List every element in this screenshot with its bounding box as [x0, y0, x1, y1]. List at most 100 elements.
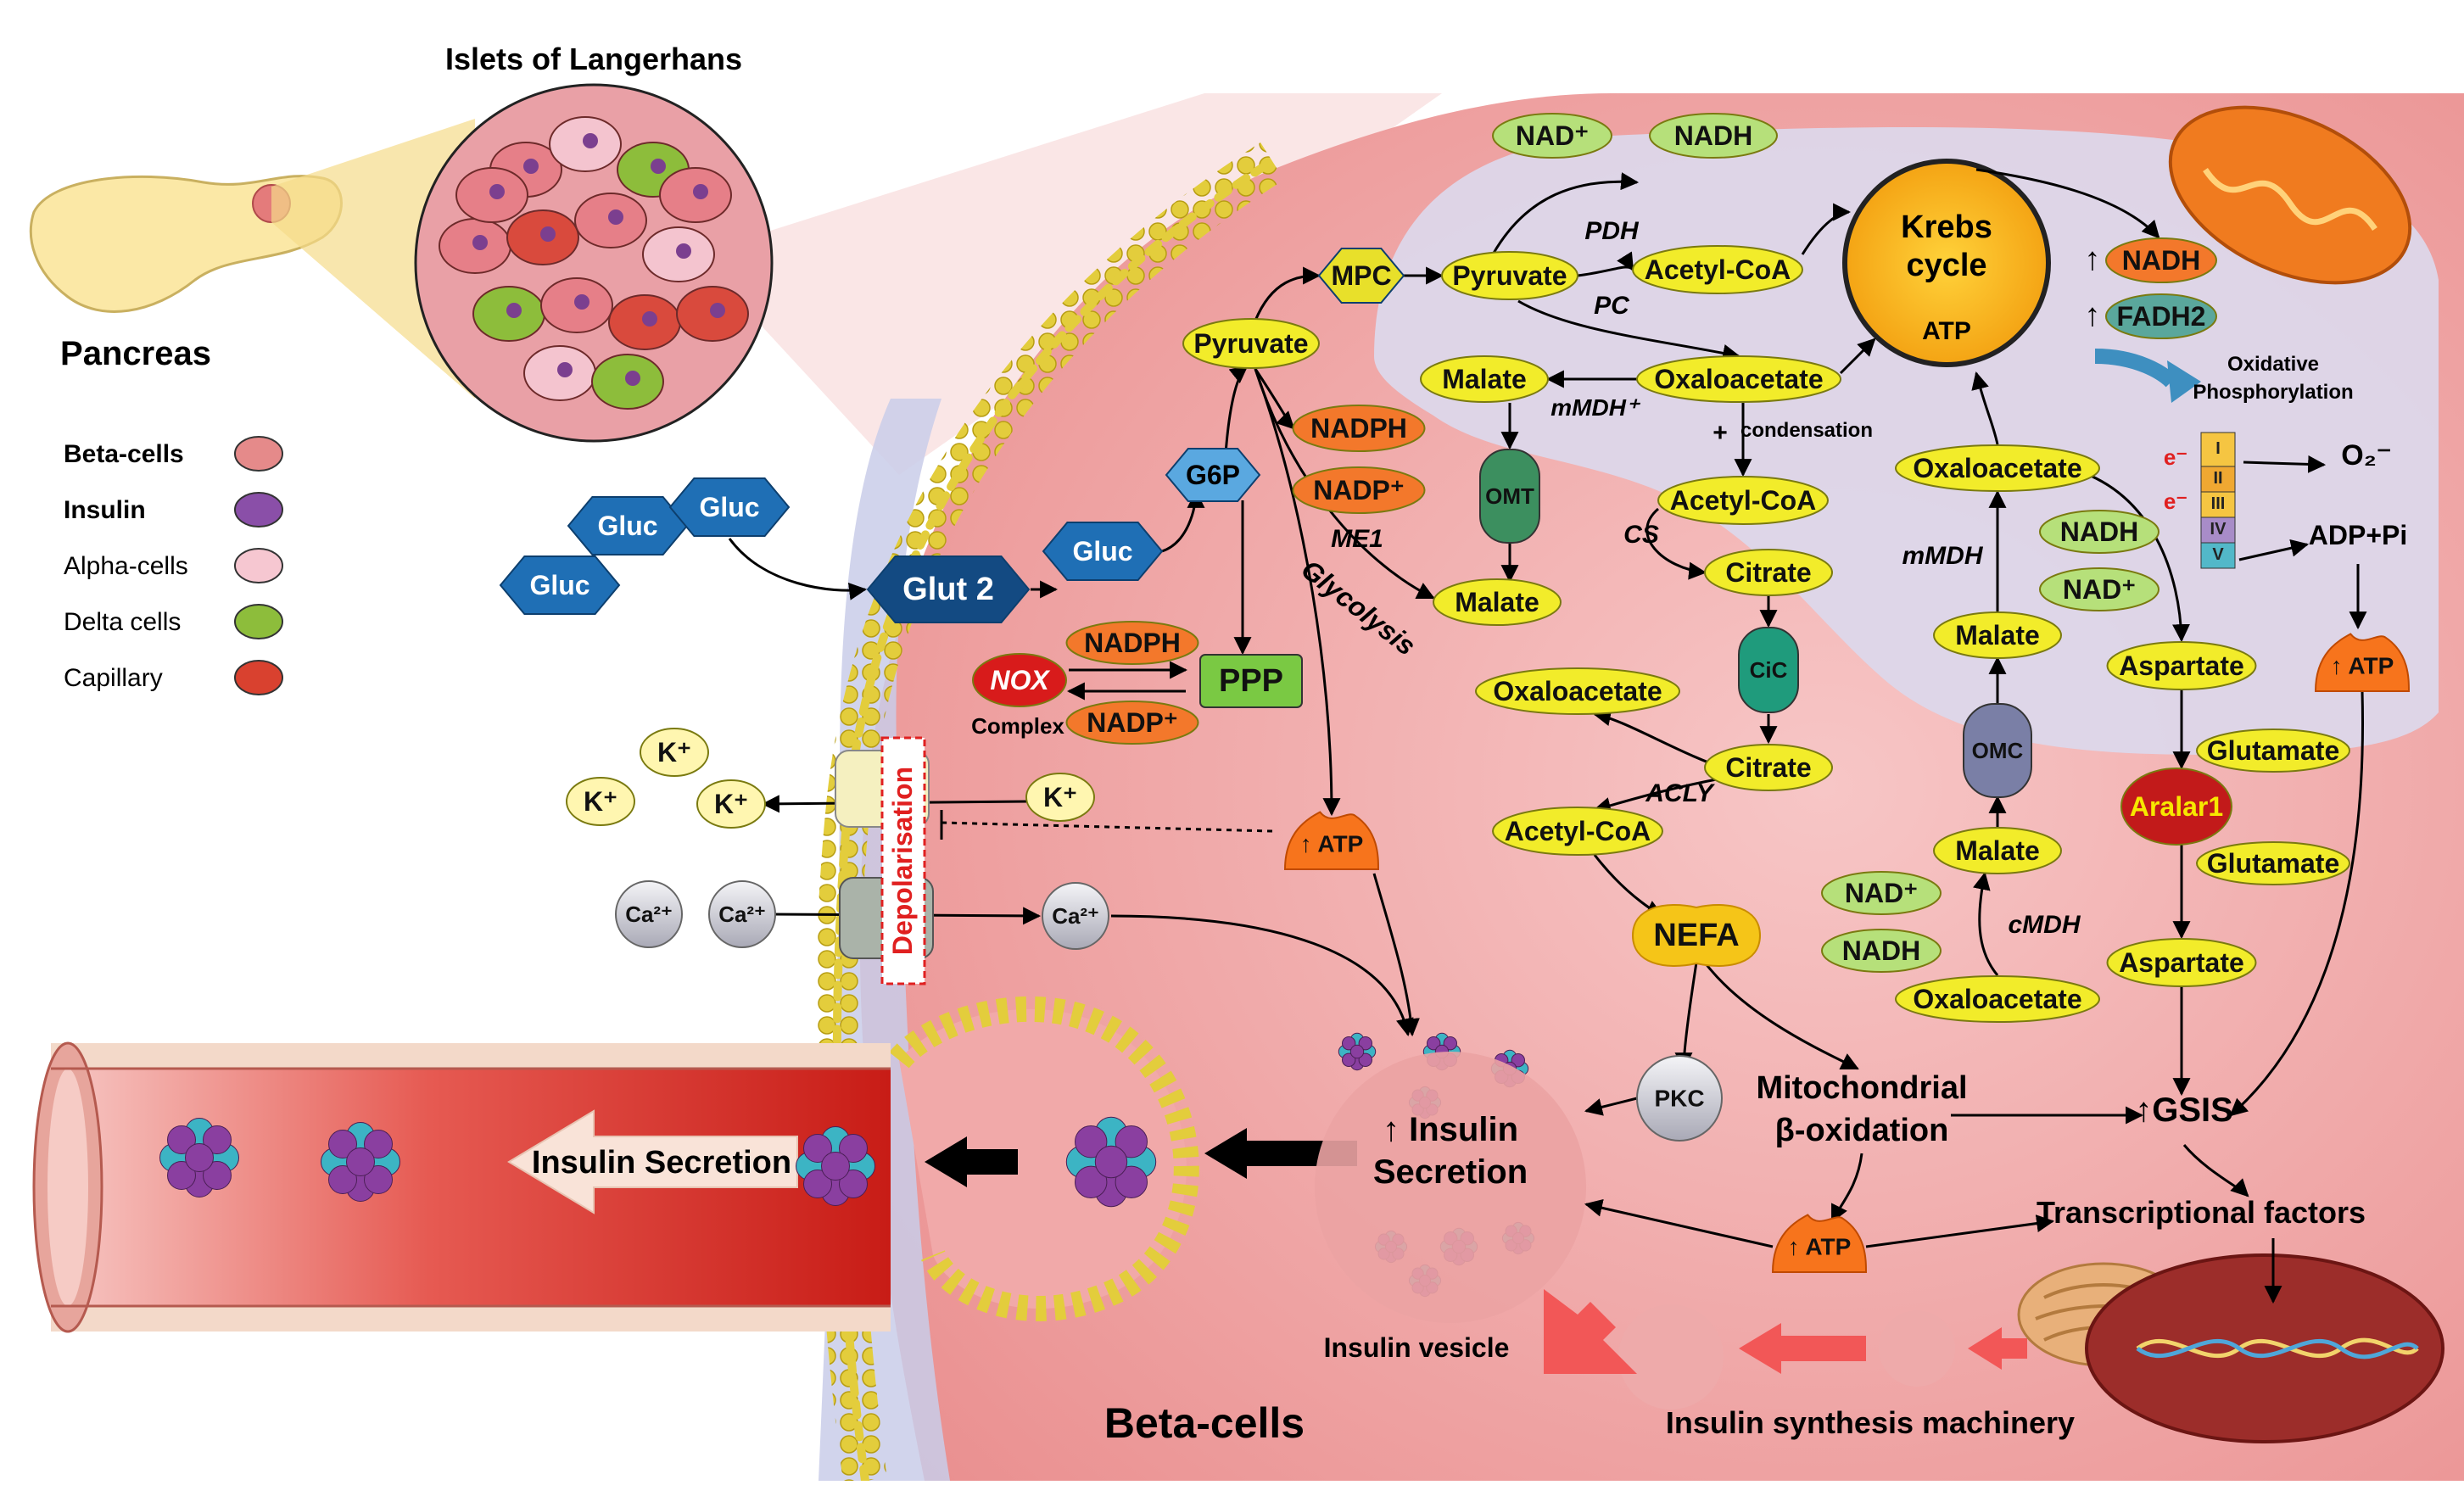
nadh-pdh: NADH	[1649, 113, 1778, 159]
aspartate-cyto: Aspartate	[2106, 938, 2257, 987]
gluc-1-label: Gluc	[597, 511, 657, 541]
nucleus-icon	[2085, 1253, 2444, 1443]
insulin-secretion-cell-label-1: ↑ Insulin	[1383, 1111, 1518, 1148]
electron-label-2: e⁻	[2164, 488, 2187, 514]
vessel-insulin-secretion-label: Insulin Secretion	[532, 1145, 791, 1181]
gluc-1: Gluc	[567, 496, 689, 555]
transcription-label: Transcriptional factors	[2037, 1195, 2366, 1230]
pyruvate-to-acetylcoa-arrow	[1577, 251, 1634, 277]
electron-label-1: e⁻	[2164, 444, 2187, 470]
krebs-to-nadh-arrow	[1975, 168, 2160, 239]
cmdh-label: cMDH	[2008, 911, 2081, 939]
malate-omc: Malate	[1933, 611, 2062, 659]
cs-label: CS	[1623, 521, 1659, 549]
oxphos-label-1: Oxidative	[2227, 353, 2319, 376]
exocytosis-arrow-outer	[925, 1136, 1018, 1187]
gluc-4: Gluc	[1042, 522, 1164, 581]
gluc-4-label: Gluc	[1072, 536, 1132, 567]
oxaloacetate-right-to-krebs-arrow	[1971, 371, 1999, 445]
legend-label: Delta cells	[64, 608, 181, 636]
nadh-pdh-label: NADH	[1674, 120, 1752, 151]
pkc-label: PKC	[1654, 1086, 1704, 1112]
nadh-mmdh-label: NADH	[2060, 516, 2138, 547]
oxaloacetate-cmdh-label: Oxaloacetate	[1913, 984, 2081, 1014]
legend-label: Insulin	[64, 496, 146, 524]
legend-label: Alpha-cells	[64, 552, 188, 580]
cic: CiC	[1738, 627, 1799, 713]
ca-to-secretion-arrow	[1110, 914, 1414, 1037]
adp-pi-label: ADP+Pi	[2309, 520, 2407, 550]
g6p-label: G6P	[1186, 460, 1240, 490]
aspartate-cyto-label: Aspartate	[2119, 947, 2244, 978]
insulin-cluster-icon	[1338, 1032, 1377, 1071]
oxaloacetate-to-krebs-arrow	[1839, 338, 1876, 375]
islets-title: Islets of Langerhans	[445, 42, 742, 76]
nadh-cmdh: NADH	[1821, 929, 1942, 973]
krebs-cycle-disc	[1842, 159, 2051, 367]
complexv-to-adp-arrow	[2238, 539, 2310, 561]
k-ion-3-label: K⁺	[714, 789, 748, 819]
atp-cyto-label: ↑ ATP	[1300, 831, 1364, 857]
legend-swatch-icon	[234, 436, 283, 472]
glutamate-out-label: Glutamate	[2207, 848, 2339, 879]
islet-cell-nucleus	[574, 294, 589, 310]
oxaloacetate-cmdh-to-malate-arrow	[1972, 871, 1999, 976]
nox-complex-label: Complex	[971, 713, 1064, 739]
malate-cyto-label: Malate	[1955, 835, 2040, 866]
synthesis-arrow-3	[1544, 1289, 1637, 1374]
oxaloacetate-to-aspartate-arrow	[2069, 466, 2190, 643]
krebs-cycle-label-2: cycle	[1906, 248, 1986, 283]
pancreas-title: Pancreas	[60, 335, 211, 372]
cic-label: CiC	[1750, 657, 1788, 683]
nadh-mmdh: NADH	[2039, 510, 2159, 554]
aspartate-m-label: Aspartate	[2119, 650, 2244, 681]
nefa-label: NEFA	[1653, 918, 1739, 953]
pdh-label: PDH	[1584, 217, 1640, 245]
citrate-out-label: Citrate	[1725, 752, 1811, 783]
nadh-up-label: NADH	[2122, 245, 2200, 276]
etc-complexes	[2200, 432, 2236, 569]
oxaloacetate-right: Oxaloacetate	[1895, 444, 2100, 492]
ppp-label: PPP	[1219, 663, 1283, 699]
nadh-up: NADH	[2105, 237, 2217, 283]
fadh2-up: FADH2	[2105, 293, 2217, 339]
omt-label: OMT	[1485, 483, 1534, 509]
fadh2-up-arrow: ↑	[2085, 298, 2101, 333]
malate-omt-bottom: Malate	[1433, 578, 1562, 626]
nadp-nox: NADP⁺	[1065, 701, 1199, 745]
nefa-to-betaox-arrow	[1703, 962, 1859, 1070]
islet-cell-nucleus	[557, 362, 573, 377]
pyruvate-cyto: Pyruvate	[1182, 318, 1320, 369]
gluc-3: Gluc	[499, 555, 621, 615]
islet-cell-nucleus	[489, 184, 505, 199]
beta-cells-title: Beta-cells	[1104, 1399, 1305, 1447]
nadph-top-label: NADPH	[1310, 413, 1407, 444]
pyruvate-to-mpc-arrow	[1254, 266, 1321, 321]
ca-ion-3: Ca²⁺	[1042, 882, 1109, 950]
nadp-nox-label: NADP⁺	[1087, 707, 1178, 738]
atp-ox-label: ↑ ATP	[2331, 653, 2394, 679]
nad-pdh: NAD⁺	[1492, 113, 1612, 159]
mito-beta-ox-label-2: β-oxidation	[1775, 1113, 1949, 1148]
insulin-cluster-icon	[796, 1126, 875, 1206]
atp-cyto: ↑ ATP	[1283, 811, 1380, 870]
islet-zoom-cone	[271, 119, 475, 399]
ca-ion-2-label: Ca²⁺	[718, 902, 766, 927]
pyruvate-to-nadph-arrow	[1254, 368, 1295, 430]
gluc-2-label: Gluc	[699, 492, 759, 522]
oxaloacetate-m: Oxaloacetate	[1636, 355, 1841, 403]
atp-to-transcription-arrow	[1865, 1214, 2055, 1248]
oxphos-arrowhead-icon	[2167, 360, 2201, 403]
mito-beta-ox-label-1: Mitochondrial	[1756, 1070, 1967, 1106]
islet-magnified	[414, 83, 774, 443]
mitochondrion-icon	[2168, 105, 2412, 285]
nefa: NEFA	[1631, 904, 1762, 967]
malate-omc-label: Malate	[1955, 620, 2040, 650]
legend-swatch-icon	[234, 492, 283, 528]
ca-ion-2: Ca²⁺	[708, 880, 776, 948]
atp-to-katp-dotted	[941, 821, 1273, 833]
gsis-to-transcription-arrow	[2182, 1144, 2249, 1197]
atp-beta-label: ↑ ATP	[1788, 1234, 1852, 1260]
pkc-to-secretion-arrow	[1584, 1097, 1638, 1116]
complex-to-superoxide-arrow	[2243, 455, 2327, 473]
